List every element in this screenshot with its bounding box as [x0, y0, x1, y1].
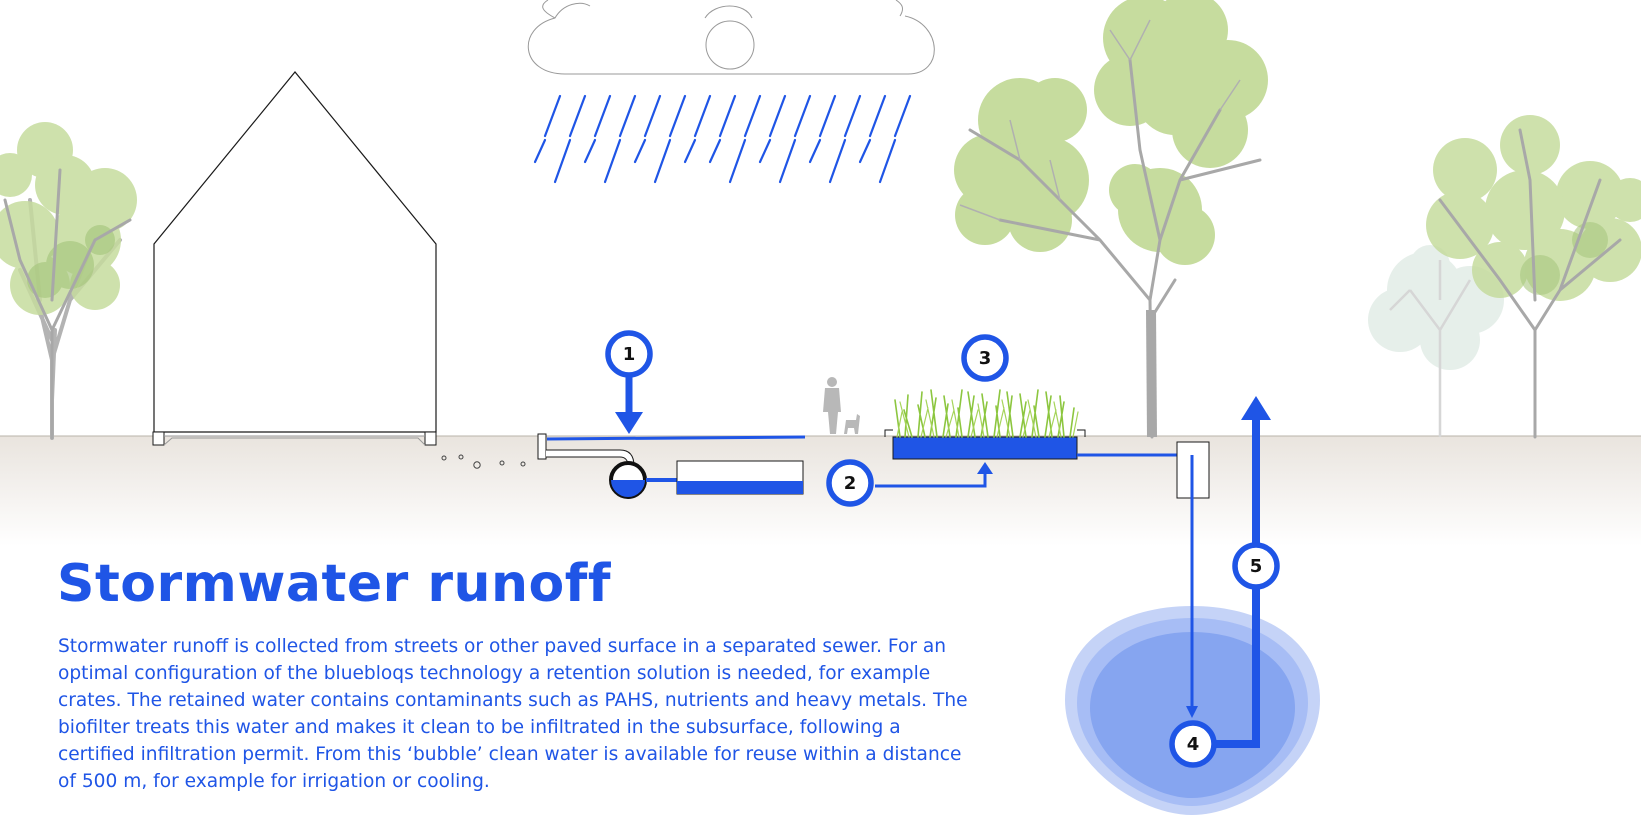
step-number: 2	[844, 473, 857, 494]
step-number: 1	[623, 344, 636, 365]
step-number: 4	[1187, 734, 1200, 755]
flow-reuse	[1212, 414, 1260, 748]
ground	[0, 436, 1641, 546]
cloud	[528, 0, 935, 75]
sewer-pipe	[609, 461, 677, 499]
tree-left	[0, 122, 137, 440]
biofilter	[884, 389, 1086, 460]
step-marker-5[interactable]: 5	[1232, 542, 1280, 590]
house	[152, 71, 437, 446]
person-with-dog	[823, 377, 860, 434]
page-title: Stormwater runoff	[57, 554, 612, 614]
step-marker-2[interactable]: 2	[826, 459, 874, 507]
step-marker-4[interactable]: 4	[1169, 720, 1217, 768]
step-marker-1[interactable]: 1	[605, 330, 653, 378]
step-number: 5	[1250, 556, 1263, 577]
drain-bubbles	[441, 454, 526, 469]
step-marker-3[interactable]: 3	[961, 334, 1009, 382]
retention-crates	[676, 460, 804, 495]
description-text: Stormwater runoff is collected from stre…	[58, 636, 968, 792]
tree-center	[954, 0, 1268, 439]
tree-right	[1426, 115, 1641, 439]
rain[interactable]	[533, 94, 912, 184]
step-number: 3	[979, 348, 992, 369]
flow-to-biofilter	[875, 470, 987, 488]
